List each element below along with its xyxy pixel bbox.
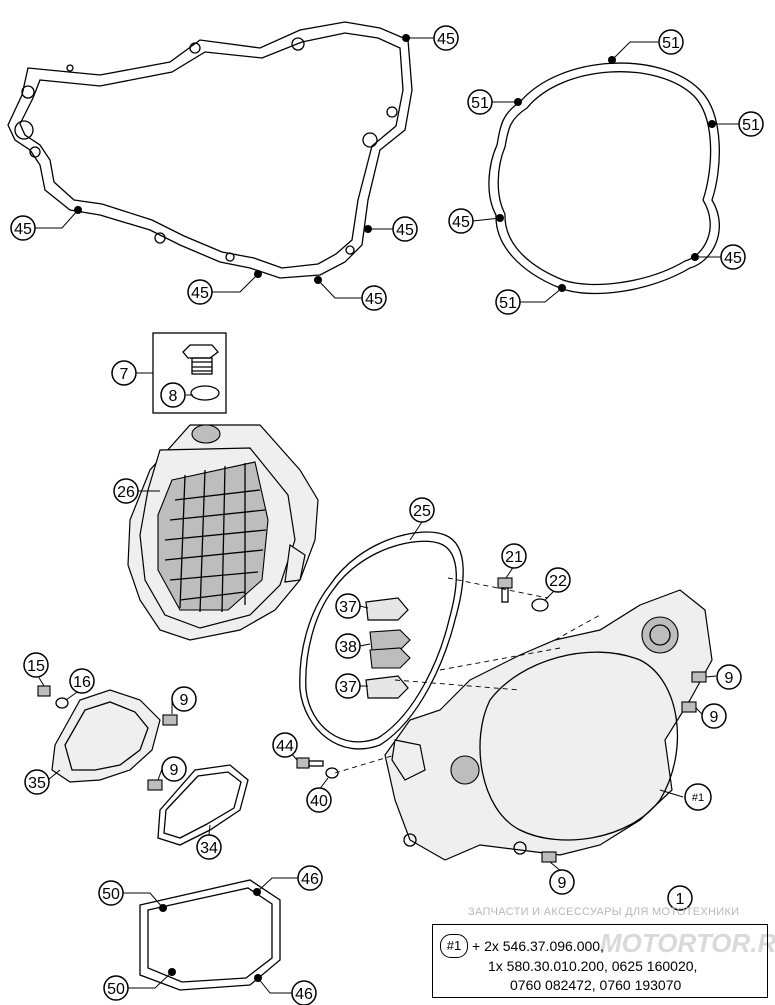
callout-label: 7 <box>120 366 129 383</box>
callout-label: 22 <box>549 573 567 590</box>
callout: 45 <box>361 285 387 311</box>
callout: 45 <box>187 279 213 305</box>
screw-44-washer-40 <box>296 757 339 779</box>
callout: 45 <box>433 25 459 51</box>
watermark-caption: ЗАПЧАСТИ И АКСЕССУАРЫ ДЛЯ МОТОТЕХНИКИ <box>468 906 740 918</box>
callout: 9 <box>701 703 727 729</box>
note-line-3: 0760 082472, 0760 193070 <box>510 977 682 993</box>
callout: 51 <box>467 89 493 115</box>
callout-label: 37 <box>339 599 357 616</box>
callout-label: 9 <box>725 670 734 687</box>
callout: 25 <box>409 497 435 523</box>
callout: 9 <box>171 686 197 712</box>
cover-gasket-25 <box>299 531 464 750</box>
callout-label: 25 <box>413 503 431 520</box>
callout-label: 46 <box>301 871 319 888</box>
crankcase-gasket <box>7 21 413 279</box>
callout-label: 45 <box>452 214 470 231</box>
water-pump-cover <box>37 685 178 791</box>
callout: 46 <box>297 865 323 891</box>
ignition-cover-gasket <box>488 62 720 295</box>
callout: 15 <box>23 652 49 678</box>
watermark-logo: MOTORTOR.RU <box>600 928 775 958</box>
callout: 9 <box>161 756 187 782</box>
callout-label: 26 <box>117 484 135 501</box>
callouts: 45 45 45 45 45 51 51 51 45 45 51 7 8 26 … <box>10 25 764 1005</box>
bushings <box>541 671 707 863</box>
callout: 38 <box>335 633 361 659</box>
callout: 40 <box>306 787 332 813</box>
screw-21-washer-22 <box>497 577 549 612</box>
callout-label: 51 <box>471 95 489 112</box>
note-reference-badge: #1 <box>440 934 468 958</box>
callout: 1 <box>667 885 693 911</box>
callout-label: 1 <box>676 891 685 908</box>
callout: 22 <box>545 567 571 593</box>
callout-label: 45 <box>14 221 32 238</box>
callout: 51 <box>738 111 764 137</box>
callout-label: 51 <box>742 117 760 134</box>
note-line-2: 1x 580.30.010.200, 0625 160020, <box>488 958 698 974</box>
callout-label: 44 <box>276 738 294 755</box>
callout-label: 8 <box>169 388 178 405</box>
callout: 45 <box>392 216 418 242</box>
callout-label: 45 <box>437 31 455 48</box>
cover-grille <box>157 461 269 613</box>
outer-clutch-cover <box>127 424 319 641</box>
callout: 9 <box>716 664 742 690</box>
callout-label: #1 <box>692 792 704 804</box>
callout: 50 <box>103 975 129 1001</box>
callout: #1 <box>684 783 712 811</box>
callout-label: 45 <box>724 250 742 267</box>
kit-notes-box <box>432 924 768 998</box>
callout: 45 <box>10 215 36 241</box>
callout-label: 50 <box>107 981 125 998</box>
callout-label: 9 <box>170 762 179 779</box>
callout-label: 34 <box>200 840 218 857</box>
callout-label: 15 <box>27 658 45 675</box>
note-line-1: + 2x 546.37.096.000, <box>472 938 604 954</box>
callout-label: 9 <box>558 875 567 892</box>
callout-label: 9 <box>180 692 189 709</box>
seal-stack <box>365 597 411 699</box>
callout-label: 21 <box>505 549 523 566</box>
water-pump-gasket <box>157 764 249 846</box>
callout-label: 51 <box>662 35 680 52</box>
callout: 34 <box>196 834 222 860</box>
callout: 21 <box>501 543 527 569</box>
callout: 51 <box>658 29 684 55</box>
callout: 35 <box>24 769 50 795</box>
callout-label: 35 <box>28 775 46 792</box>
callout: 26 <box>113 478 139 504</box>
callout: 37 <box>335 593 361 619</box>
clutch-cover-body <box>384 589 713 861</box>
callout: 45 <box>720 244 746 270</box>
callout-label: 46 <box>295 986 313 1003</box>
callout-label: 9 <box>710 709 719 726</box>
callout-label: 45 <box>365 291 383 308</box>
callout: 7 <box>111 360 137 386</box>
callout-label: 40 <box>310 793 328 810</box>
callout-label: 51 <box>499 295 517 312</box>
callout: 16 <box>69 668 95 694</box>
callout: 50 <box>98 880 124 906</box>
callout: 51 <box>495 289 521 315</box>
callout: 37 <box>335 673 361 699</box>
callout: 44 <box>272 732 298 758</box>
callout-label: 50 <box>102 886 120 903</box>
assembly-lines <box>334 577 601 774</box>
pump-cover-gasket-bottom <box>139 879 281 991</box>
callout-label: 38 <box>339 639 357 656</box>
callout: 46 <box>291 980 317 1005</box>
callout-label: 45 <box>396 222 414 239</box>
callout-label: 37 <box>339 679 357 696</box>
callout: 45 <box>448 208 474 234</box>
callout-label: 45 <box>191 285 209 302</box>
callout-label: 16 <box>73 674 91 691</box>
callout: 8 <box>160 382 186 408</box>
callout: 9 <box>549 869 575 895</box>
